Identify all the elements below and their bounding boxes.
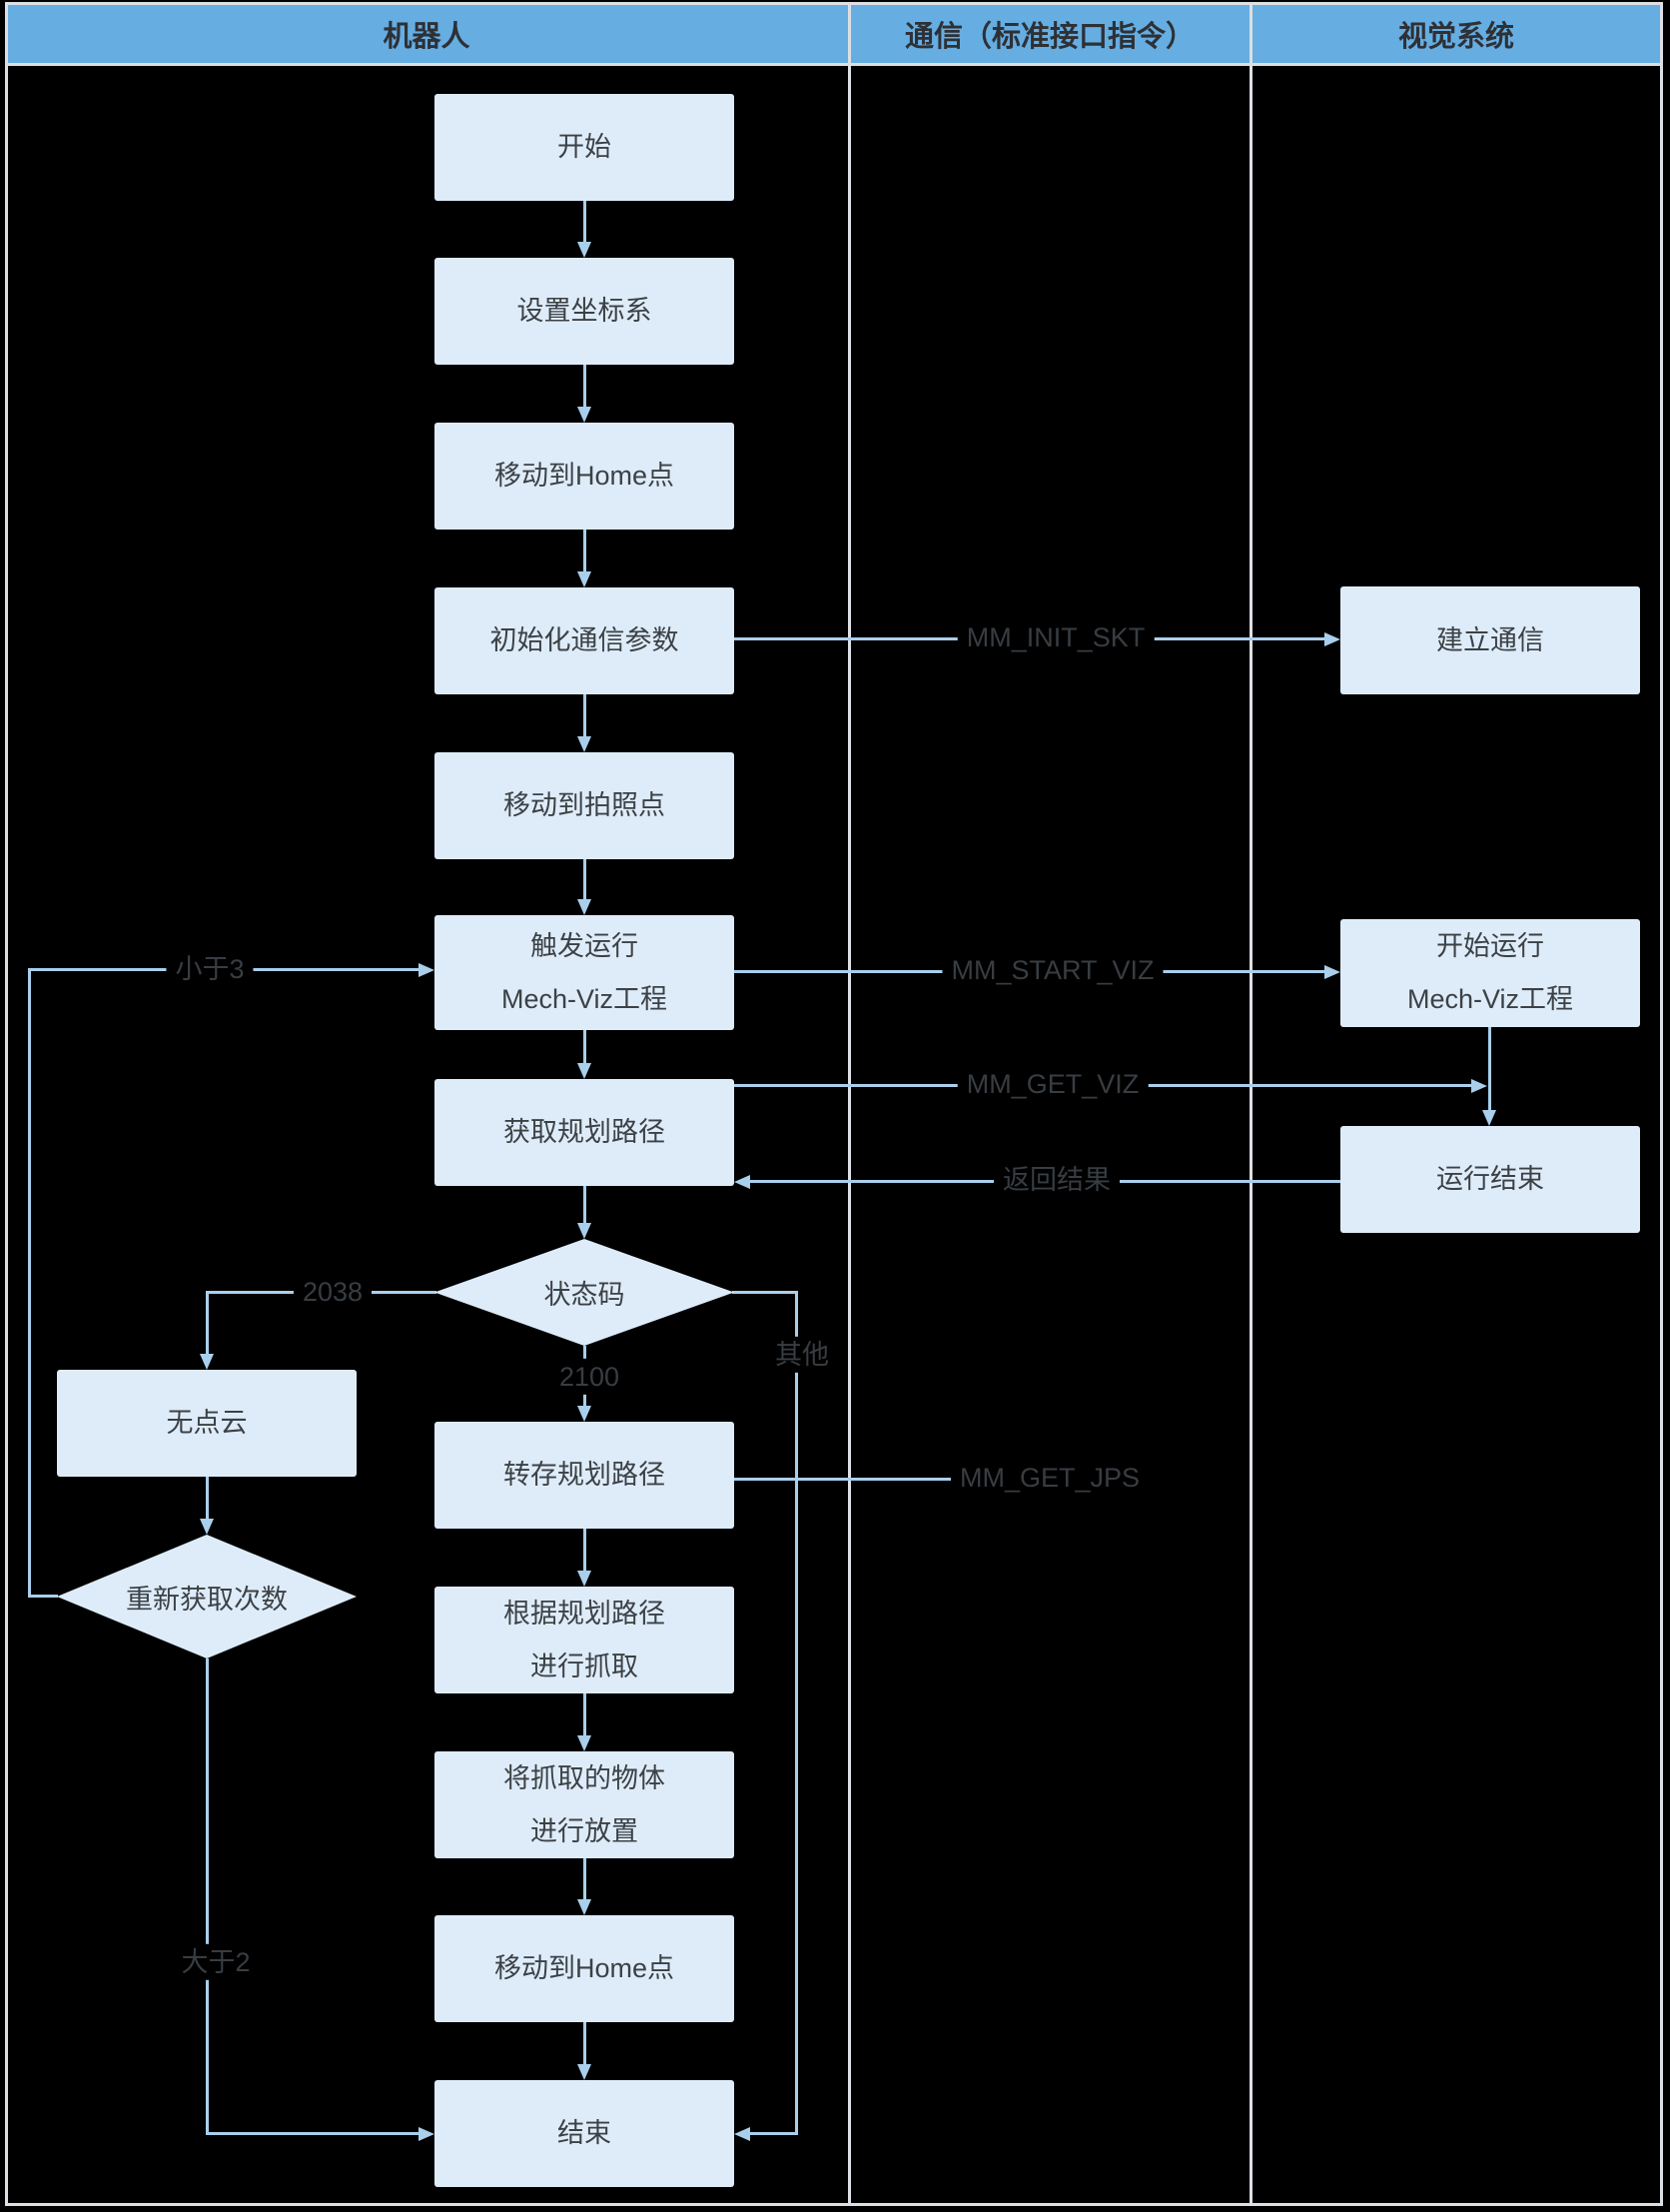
arrowhead-into-retry [200, 1519, 214, 1535]
edge-label-return-result: 返回结果 [994, 1161, 1120, 1199]
arrowhead-into-status [577, 1223, 591, 1239]
node-move-to-photo-point: 移动到拍照点 [434, 752, 734, 859]
connector-retry-gt2-h [206, 2132, 418, 2135]
connector-status-2038-v [206, 1291, 209, 1354]
connector-pick-to-place [583, 1693, 586, 1735]
lane-title-robot: 机器人 [383, 21, 470, 53]
arrowhead-into-setcoord [577, 242, 591, 258]
connector-initcomm-to-photo [583, 694, 586, 736]
arrowhead-into-photo [577, 736, 591, 752]
header-divider-2 [1250, 2, 1252, 66]
connector-mm-get-jps [734, 1478, 961, 1481]
node-no-point-cloud: 无点云 [57, 1370, 357, 1477]
connector-home2-to-end [583, 2021, 586, 2064]
arrowhead-into-place [577, 1735, 591, 1751]
arrowhead-into-startviz [1324, 965, 1340, 979]
connector-status-other-h2 [750, 2132, 798, 2135]
node-establish-communication: 建立通信 [1340, 586, 1640, 694]
node-init-communication: 初始化通信参数 [434, 587, 734, 694]
connector-nopointcloud-to-retry [206, 1477, 209, 1519]
arrowhead-into-end [577, 2064, 591, 2080]
node-start-mechviz: 开始运行 Mech-Viz工程 [1340, 919, 1640, 1027]
edge-label-2100: 2100 [549, 1358, 629, 1396]
connector-start-to-setcoord [583, 201, 586, 242]
connector-getpath-to-status [583, 1186, 586, 1223]
arrowhead-into-initcomm [577, 571, 591, 587]
node-save-planned-path: 转存规划路径 [434, 1422, 734, 1529]
connector-photo-to-trigger [583, 859, 586, 899]
connector-place-to-home2 [583, 1858, 586, 1899]
arrowhead-into-home1 [577, 407, 591, 423]
lane-divider-2 [1250, 66, 1252, 2206]
connector-trigger-to-getpath [583, 1030, 586, 1063]
connector-retry-lt3-h1 [28, 1595, 58, 1598]
arrowhead-lt3-into-trigger [418, 963, 434, 977]
arrowhead-other-into-end [734, 2127, 750, 2141]
connector-retry-lt3-v [28, 968, 31, 1598]
arrowhead-return-into-getpath [734, 1175, 750, 1189]
edge-label-mm-start-viz: MM_START_VIZ [942, 951, 1164, 989]
arrowhead-into-trigger [577, 899, 591, 915]
node-trigger-mechviz: 触发运行 Mech-Viz工程 [434, 915, 734, 1030]
header-divider-1 [848, 2, 851, 66]
connector-retry-gt2-v [206, 1659, 209, 2135]
arrowhead-into-getpath [577, 1063, 591, 1079]
arrowhead-into-home2 [577, 1899, 591, 1915]
swimlane-outer-border [5, 2, 1663, 2206]
edge-label-mm-init-skt: MM_INIT_SKT [957, 618, 1155, 656]
node-set-coordinate-system: 设置坐标系 [434, 258, 734, 365]
arrowhead-mm-get-viz [1471, 1079, 1487, 1093]
edge-label-2038: 2038 [293, 1273, 373, 1311]
node-end: 结束 [434, 2080, 734, 2187]
arrowhead-into-runfinished [1482, 1110, 1496, 1126]
edge-label-greater-than-2: 大于2 [172, 1943, 260, 1981]
arrowhead-into-establishcomm [1324, 632, 1340, 646]
arrowhead-into-savepath [577, 1406, 591, 1422]
lane-title-vision-system: 视觉系统 [1397, 21, 1515, 53]
node-pick-by-path: 根据规划路径 进行抓取 [434, 1587, 734, 1693]
arrowhead-gt2-into-end [418, 2127, 434, 2141]
connector-status-other-h1 [732, 1291, 798, 1294]
node-move-to-home-2: 移动到Home点 [434, 1915, 734, 2022]
lane-title-communication: 通信（标准接口指令） [904, 21, 1196, 53]
node-run-finished: 运行结束 [1340, 1126, 1640, 1233]
connector-savepath-to-pick [583, 1529, 586, 1571]
edge-label-mm-get-jps: MM_GET_JPS [950, 1459, 1150, 1497]
arrowhead-into-pick [577, 1571, 591, 1587]
node-start: 开始 [434, 94, 734, 201]
node-move-to-home-1: 移动到Home点 [434, 423, 734, 530]
node-get-planned-path: 获取规划路径 [434, 1079, 734, 1186]
edge-label-mm-get-viz: MM_GET_VIZ [957, 1065, 1149, 1103]
edge-label-less-than-3: 小于3 [166, 950, 254, 988]
lane-divider-1 [848, 66, 851, 2206]
connector-home1-to-initcomm [583, 530, 586, 571]
swimlane-header-band [5, 2, 1663, 66]
edge-label-other: 其他 [766, 1336, 838, 1374]
connector-status-other-v [795, 1291, 798, 2135]
node-place-object: 将抓取的物体 进行放置 [434, 1751, 734, 1858]
connector-startviz-to-runfinished [1488, 1027, 1491, 1110]
connector-setcoord-to-home1 [583, 365, 586, 407]
arrowhead-into-nopointcloud [200, 1354, 214, 1370]
